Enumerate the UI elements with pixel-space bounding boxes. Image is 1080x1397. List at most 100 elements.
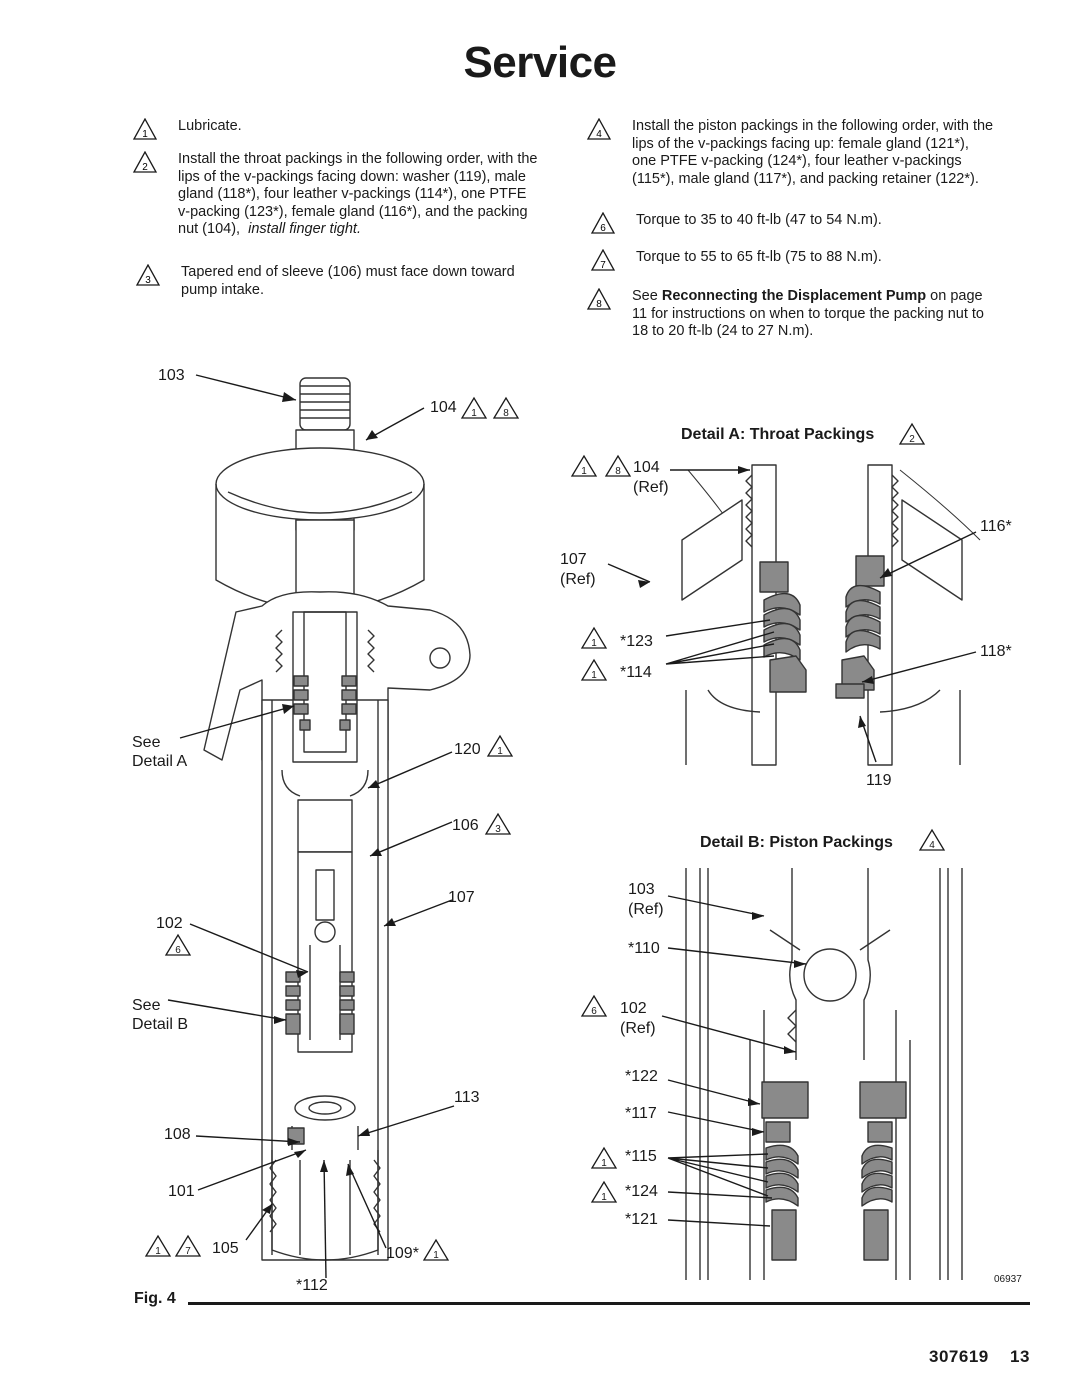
svg-text:1: 1 xyxy=(433,1250,439,1261)
warning-triangle-icon: 4 xyxy=(586,118,612,140)
warning-triangle-icon: 7 xyxy=(590,249,616,271)
label-115: *115 xyxy=(625,1148,657,1165)
note-2-italic: install finger tight. xyxy=(248,221,361,237)
note-4-line: (115*), male gland (117*), and packing r… xyxy=(632,170,979,187)
svg-text:1: 1 xyxy=(155,1246,161,1257)
svg-text:1: 1 xyxy=(142,129,148,140)
label-ref: (Ref) xyxy=(628,901,664,918)
svg-text:1: 1 xyxy=(471,408,477,419)
label-114: *114 xyxy=(620,664,652,681)
label-124: *124 xyxy=(625,1183,658,1200)
label-108: 108 xyxy=(164,1126,191,1143)
note-4-line: lips of the v-packings facing up: female… xyxy=(632,135,969,152)
label-120: 120 xyxy=(454,741,481,758)
label-122: *122 xyxy=(625,1068,658,1085)
triangle-3-icon: 3 xyxy=(484,812,512,835)
note-4: 4 Install the piston packings in the fol… xyxy=(586,118,1036,190)
document-number: 307619 xyxy=(929,1347,989,1366)
label-ref: (Ref) xyxy=(633,479,669,496)
label-see: See xyxy=(132,734,161,751)
warning-triangle-icon: 3 xyxy=(135,264,161,286)
svg-text:1: 1 xyxy=(591,638,597,649)
triangle-4-icon: 4 xyxy=(918,828,946,851)
label-103: 103 xyxy=(628,881,655,898)
note-2-line: v-packing (123*), female gland (116*), a… xyxy=(178,203,528,220)
triangle-1-icon: 1 xyxy=(580,658,608,681)
svg-text:6: 6 xyxy=(591,1006,597,1017)
svg-text:1: 1 xyxy=(497,746,503,757)
label-101: 101 xyxy=(168,1183,195,1200)
label-110: *110 xyxy=(628,940,660,957)
svg-text:7: 7 xyxy=(185,1246,191,1257)
label-102: 102 xyxy=(620,1000,647,1017)
warning-triangle-icon: 2 xyxy=(132,151,158,173)
main-assembly-drawing xyxy=(203,377,471,1261)
triangle-1-icon: 1 xyxy=(422,1238,450,1261)
label-123: *123 xyxy=(620,633,653,650)
warning-triangle-icon: 1 xyxy=(132,118,158,140)
label-103: 103 xyxy=(158,367,185,384)
note-2-line: Install the throat packings in the follo… xyxy=(178,151,538,167)
note-2-line: lips of the v-packings facing down: wash… xyxy=(178,168,526,185)
warning-triangle-icon: 8 xyxy=(586,288,612,310)
note-2-line: nut (104), install finger tight. xyxy=(178,221,361,237)
svg-text:8: 8 xyxy=(596,299,602,310)
svg-text:7: 7 xyxy=(600,260,606,271)
figure-code: 06937 xyxy=(994,1274,1022,1285)
page-title: Service xyxy=(463,38,617,87)
triangle-1-icon: 1 xyxy=(580,626,608,649)
triangle-8-icon: 8 xyxy=(492,396,520,419)
note-1-text: Lubricate. xyxy=(178,118,242,134)
section-reference-link[interactable]: Reconnecting the Displacement Pump xyxy=(661,288,927,304)
note-8-line: See Reconnecting the Displacement Pump o… xyxy=(632,288,983,304)
triangle-1-icon: 1 xyxy=(460,396,488,419)
triangle-7-icon: 7 xyxy=(174,1234,202,1257)
svg-text:1: 1 xyxy=(601,1158,607,1169)
svg-text:6: 6 xyxy=(600,223,606,234)
svg-text:6: 6 xyxy=(175,945,181,956)
svg-text:4: 4 xyxy=(596,129,602,140)
note-2-line: gland (118*), four leather v-packings (1… xyxy=(178,186,527,202)
label-104: 104 xyxy=(430,399,457,416)
triangle-1-icon: 1 xyxy=(144,1234,172,1257)
svg-text:1: 1 xyxy=(581,466,587,477)
label-106: 106 xyxy=(452,817,479,834)
note-3: 3 Tapered end of sleeve (106) must face … xyxy=(135,264,575,304)
svg-text:4: 4 xyxy=(929,840,935,851)
label-117: *117 xyxy=(625,1105,657,1122)
label-119: 119 xyxy=(866,772,892,789)
svg-text:2: 2 xyxy=(909,434,915,445)
detail-a-title: Detail A: Throat Packings xyxy=(681,426,875,443)
svg-text:3: 3 xyxy=(145,275,151,286)
triangle-1-icon: 1 xyxy=(486,734,514,757)
label-107: 107 xyxy=(448,889,475,906)
triangle-2-icon: 2 xyxy=(898,422,926,445)
note-6-text: Torque to 35 to 40 ft-lb (47 to 54 N.m). xyxy=(636,212,882,228)
triangle-8-icon: 8 xyxy=(604,454,632,477)
warning-triangle-icon: 6 xyxy=(590,212,616,234)
triangle-1-icon: 1 xyxy=(590,1180,618,1203)
triangle-6-icon: 6 xyxy=(580,994,608,1017)
label-116: 116* xyxy=(980,518,1012,535)
label-113: 113 xyxy=(454,1089,480,1106)
triangle-6-icon: 6 xyxy=(164,933,192,956)
note-7-text: Torque to 55 to 65 ft-lb (75 to 88 N.m). xyxy=(636,249,882,265)
svg-text:8: 8 xyxy=(503,408,509,419)
note-4-line: one PTFE v-packing (124*), four leather … xyxy=(632,153,962,169)
label-109: 109* xyxy=(386,1245,419,1262)
label-detail-a: Detail A xyxy=(132,753,188,770)
svg-text:2: 2 xyxy=(142,162,148,173)
note-2: 2 Install the throat packings in the fol… xyxy=(132,151,582,241)
note-8: 8 See Reconnecting the Displacement Pump… xyxy=(586,288,1036,344)
figure-label: Fig. 4 xyxy=(134,1290,176,1307)
triangle-1-icon: 1 xyxy=(570,454,598,477)
note-8-line: 18 to 20 ft-lb (24 to 27 N.m). xyxy=(632,323,814,339)
label-112: *112 xyxy=(296,1277,328,1294)
leader-lines xyxy=(167,374,977,1279)
label-102: 102 xyxy=(156,915,183,932)
triangle-1-icon: 1 xyxy=(590,1146,618,1169)
svg-text:3: 3 xyxy=(495,824,501,835)
note-1: 1 Lubricate. xyxy=(132,118,572,140)
